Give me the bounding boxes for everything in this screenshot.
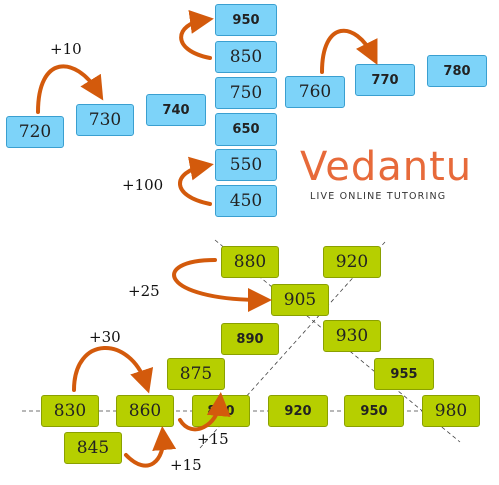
arrow-850-to-950: [179, 10, 214, 60]
box-920-top: 920: [323, 246, 381, 278]
arrow-830-to-860: [72, 346, 154, 394]
vedantu-logo: Vedantu LIVE ONLINE TUTORING: [300, 145, 471, 215]
box-780: 780: [427, 55, 487, 87]
label-plus-15-right: +15: [197, 430, 229, 448]
box-730: 730: [76, 104, 134, 136]
box-740: 740: [146, 94, 206, 126]
label-plus-15-bottom: +15: [170, 456, 202, 474]
box-845: 845: [64, 432, 122, 464]
box-770: 770: [355, 64, 415, 96]
box-830: 830: [41, 395, 99, 427]
box-750: 750: [215, 77, 277, 109]
logo-name: Vedantu: [300, 144, 473, 190]
box-955: 955: [374, 358, 434, 390]
box-650: 650: [215, 113, 277, 146]
box-860: 860: [116, 395, 174, 427]
box-875: 875: [167, 358, 225, 390]
label-plus-10: +10: [50, 40, 82, 58]
arrow-450-to-550: [178, 156, 214, 206]
box-980: 980: [422, 395, 480, 427]
logo-tagline: LIVE ONLINE TUTORING: [310, 191, 447, 202]
box-920-row: 920: [268, 395, 328, 427]
box-950: 950: [215, 4, 277, 36]
label-plus-30: +30: [89, 328, 121, 346]
arrow-720-to-730: [36, 64, 104, 114]
arrow-860-to-890: [178, 392, 231, 432]
box-450: 450: [215, 185, 277, 217]
box-950: 950: [344, 395, 404, 427]
box-850: 850: [215, 41, 277, 73]
box-760: 760: [285, 76, 345, 108]
arrow-760-to-770: [320, 28, 378, 74]
label-plus-100: +100: [122, 176, 164, 194]
label-plus-25: +25: [128, 282, 160, 300]
box-905: 905: [271, 284, 329, 316]
arrow-880-to-905: [172, 258, 272, 312]
arrow-845-to-860: [124, 426, 177, 468]
box-890-top: 890: [221, 323, 279, 355]
box-550: 550: [215, 149, 277, 181]
box-720: 720: [6, 116, 64, 148]
box-880: 880: [221, 246, 279, 278]
box-930: 930: [323, 320, 381, 352]
